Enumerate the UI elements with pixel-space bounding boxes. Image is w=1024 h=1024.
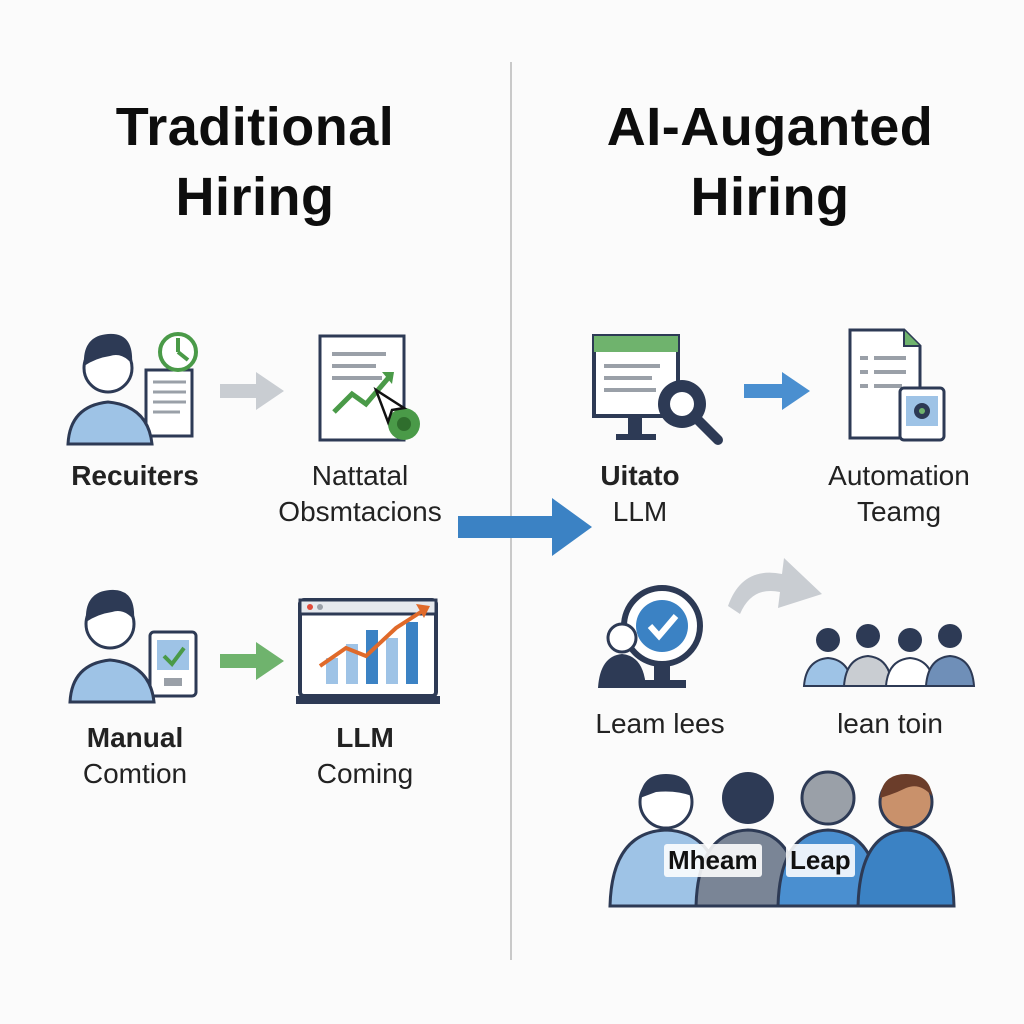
team-badge-1: Mheam: [664, 844, 762, 877]
arrow-right-icon: [220, 642, 284, 680]
verified-person-icon: [598, 585, 703, 688]
arrow-right-icon: [220, 372, 284, 410]
curved-arrow-icon: [728, 558, 822, 614]
transition-arrow-icon: [458, 498, 592, 556]
lean-toin-label: lean toin: [837, 708, 943, 739]
manual-person-icon: [68, 589, 198, 704]
arrow-right-icon: [744, 372, 810, 410]
recruiter-person-icon: [66, 332, 198, 446]
large-team-icon: [608, 770, 956, 908]
monitor-gear-icon: [592, 334, 723, 445]
monitor-bar-chart-icon: [296, 598, 440, 704]
center-divider: [510, 62, 512, 960]
team-badge-2: Leap: [786, 844, 855, 877]
checklist-automation-icon: [848, 328, 946, 442]
document-chart-icon: [318, 334, 420, 442]
team-group-icon: [802, 624, 976, 687]
learn-lees-label: Leam lees: [595, 708, 725, 739]
recruiters-label: Recuiters: [71, 460, 199, 491]
